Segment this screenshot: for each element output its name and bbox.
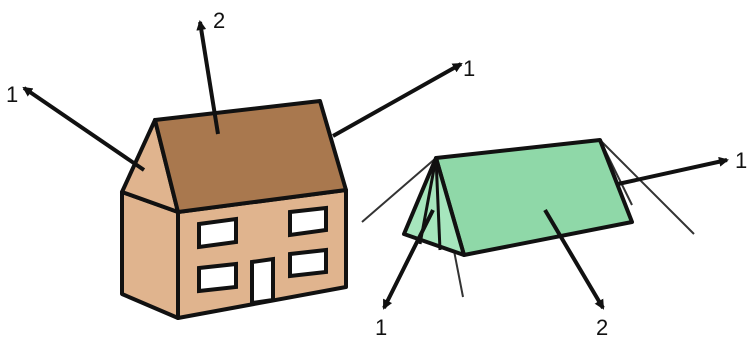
tent-door-seam [434,157,442,251]
house-window [288,205,328,238]
house-door [250,256,275,306]
tent [361,138,695,298]
tent-guy-rope [599,139,695,235]
label-tent-bottom-right: 2 [596,315,608,340]
label-house-right: 1 [463,56,475,81]
house [120,99,348,320]
tent-arrow-right [617,156,729,186]
label-tent-right: 1 [735,148,747,173]
house-window [197,216,238,250]
house-roof [153,99,348,214]
tent-front [402,156,466,257]
label-house-left: 1 [6,82,18,107]
house-arrow-top [196,20,220,135]
tent-guy-rope [361,157,437,223]
tent-arrow-bottom-right [543,208,605,310]
label-house-top: 2 [213,8,225,33]
label-tent-bottom-left: 1 [375,315,387,340]
house-window [288,247,328,279]
tent-arrow-bottom-left [382,209,435,310]
house-arrow-left [22,86,146,172]
house-window [197,261,238,294]
house-arrow-right [332,62,463,138]
tent-side-panel [434,138,634,257]
